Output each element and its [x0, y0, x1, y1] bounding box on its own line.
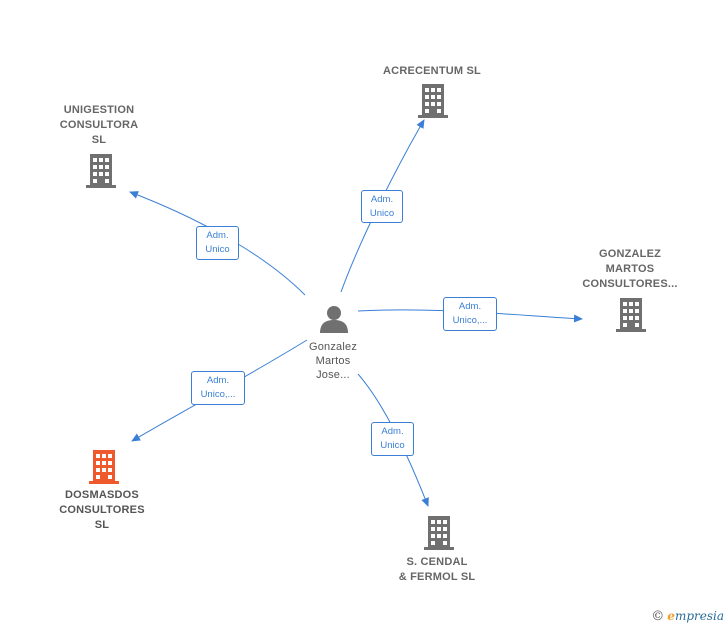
unigestion-name-line-3: SL	[91, 134, 107, 146]
cendal-name-line-2: & FERMOL SL	[398, 571, 476, 583]
edge-label-acrecentum[interactable]: Adm. Unico	[361, 190, 403, 223]
edge-acrecentum-detail: Unico	[369, 208, 395, 219]
unigestion-name-line-1: UNIGESTION	[63, 104, 135, 116]
edge-gonzalez-martos-detail: Unico,...	[452, 315, 488, 326]
building-icon-acrecentum[interactable]	[418, 84, 448, 118]
brand-name: mpresia	[674, 609, 724, 623]
edge-label-cendal[interactable]: Adm. Unico	[371, 422, 414, 456]
gonzalez-martos-name-line-3: CONSULTORES...	[582, 278, 678, 290]
cendal-name-line-1: S. CENDAL	[406, 556, 468, 568]
edge-label-unigestion[interactable]: Adm. Unico	[196, 226, 239, 260]
gonzalez-martos-name-line-2: MARTOS	[605, 263, 655, 275]
edge-label-dosmasdos[interactable]: Adm. Unico,...	[191, 371, 245, 405]
building-icon-unigestion[interactable]	[86, 154, 116, 188]
copyright-symbol: ©	[651, 609, 665, 624]
person-icon[interactable]	[320, 306, 348, 333]
node-label-unigestion[interactable]: UNIGESTION CONSULTORA SL	[49, 103, 149, 148]
building-icon-gonzalez-martos[interactable]	[616, 298, 646, 332]
edge-label-gonzalez-martos[interactable]: Adm. Unico,...	[443, 297, 497, 331]
edge-cendal-role: Adm.	[381, 426, 404, 437]
acrecentum-name-line-1: ACRECENTUM SL	[383, 65, 481, 77]
building-icon-cendal[interactable]	[424, 516, 454, 550]
person-name-line-3: Jose...	[316, 369, 350, 381]
node-label-dosmasdos[interactable]: DOSMASDOS CONSULTORES SL	[44, 488, 160, 533]
edge-unigestion-role: Adm.	[206, 230, 229, 241]
node-label-acrecentum[interactable]: ACRECENTUM SL	[372, 64, 492, 79]
node-label-person[interactable]: Gonzalez Martos Jose...	[293, 340, 373, 382]
node-label-gonzalez-martos[interactable]: GONZALEZ MARTOS CONSULTORES...	[570, 247, 690, 292]
edge-dosmasdos-detail: Unico,...	[200, 389, 236, 400]
person-name-line-1: Gonzalez	[308, 341, 358, 353]
unigestion-name-line-2: CONSULTORA	[59, 119, 139, 131]
edge-cendal-detail: Unico	[380, 440, 405, 451]
edge-acrecentum-role: Adm.	[370, 194, 394, 205]
dosmasdos-name-line-3: SL	[94, 519, 110, 531]
dosmasdos-name-line-1: DOSMASDOS	[65, 489, 139, 501]
building-icon-dosmasdos[interactable]	[89, 450, 119, 484]
brand-initial: e	[667, 609, 675, 623]
gonzalez-martos-name-line-1: GONZALEZ	[598, 248, 662, 260]
edge-unigestion-detail: Unico	[205, 244, 230, 255]
edge-dosmasdos-role: Adm.	[206, 375, 230, 386]
edge-gonzalez-martos-role: Adm.	[458, 301, 482, 312]
empresia-watermark: ©empresia	[651, 609, 724, 624]
dosmasdos-name-line-2: CONSULTORES	[59, 504, 145, 516]
node-label-cendal[interactable]: S. CENDAL & FERMOL SL	[382, 555, 492, 585]
person-name-line-2: Martos	[315, 355, 351, 367]
